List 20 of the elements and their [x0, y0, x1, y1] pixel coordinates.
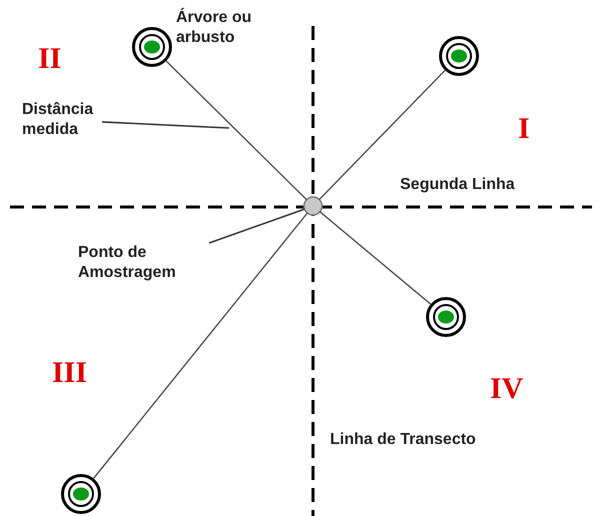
- callout-text: Distância medida: [22, 100, 102, 140]
- distance-line: [93, 212, 308, 479]
- tree-symbol: [132, 27, 172, 67]
- line-label: Segunda Linha: [400, 175, 515, 195]
- leader-line: [208, 208, 305, 244]
- tree-symbol: [426, 297, 466, 337]
- sampling-point: [303, 196, 323, 216]
- distance-line: [318, 70, 446, 200]
- node-caption: Árvore ou arbusto: [176, 8, 253, 48]
- tree-symbol: [439, 36, 479, 76]
- quadrant-number: II: [38, 42, 62, 76]
- callout-text: Ponto de Amostragem: [78, 243, 228, 283]
- distance-line: [166, 60, 308, 200]
- quadrant-number: IV: [490, 372, 524, 406]
- quadrant-number: III: [52, 356, 88, 390]
- tree-symbol: [61, 474, 101, 514]
- line-label: Linha de Transecto: [330, 430, 476, 450]
- quadrant-number: I: [518, 112, 530, 146]
- leader-line: [102, 121, 230, 129]
- distance-line: [320, 211, 432, 305]
